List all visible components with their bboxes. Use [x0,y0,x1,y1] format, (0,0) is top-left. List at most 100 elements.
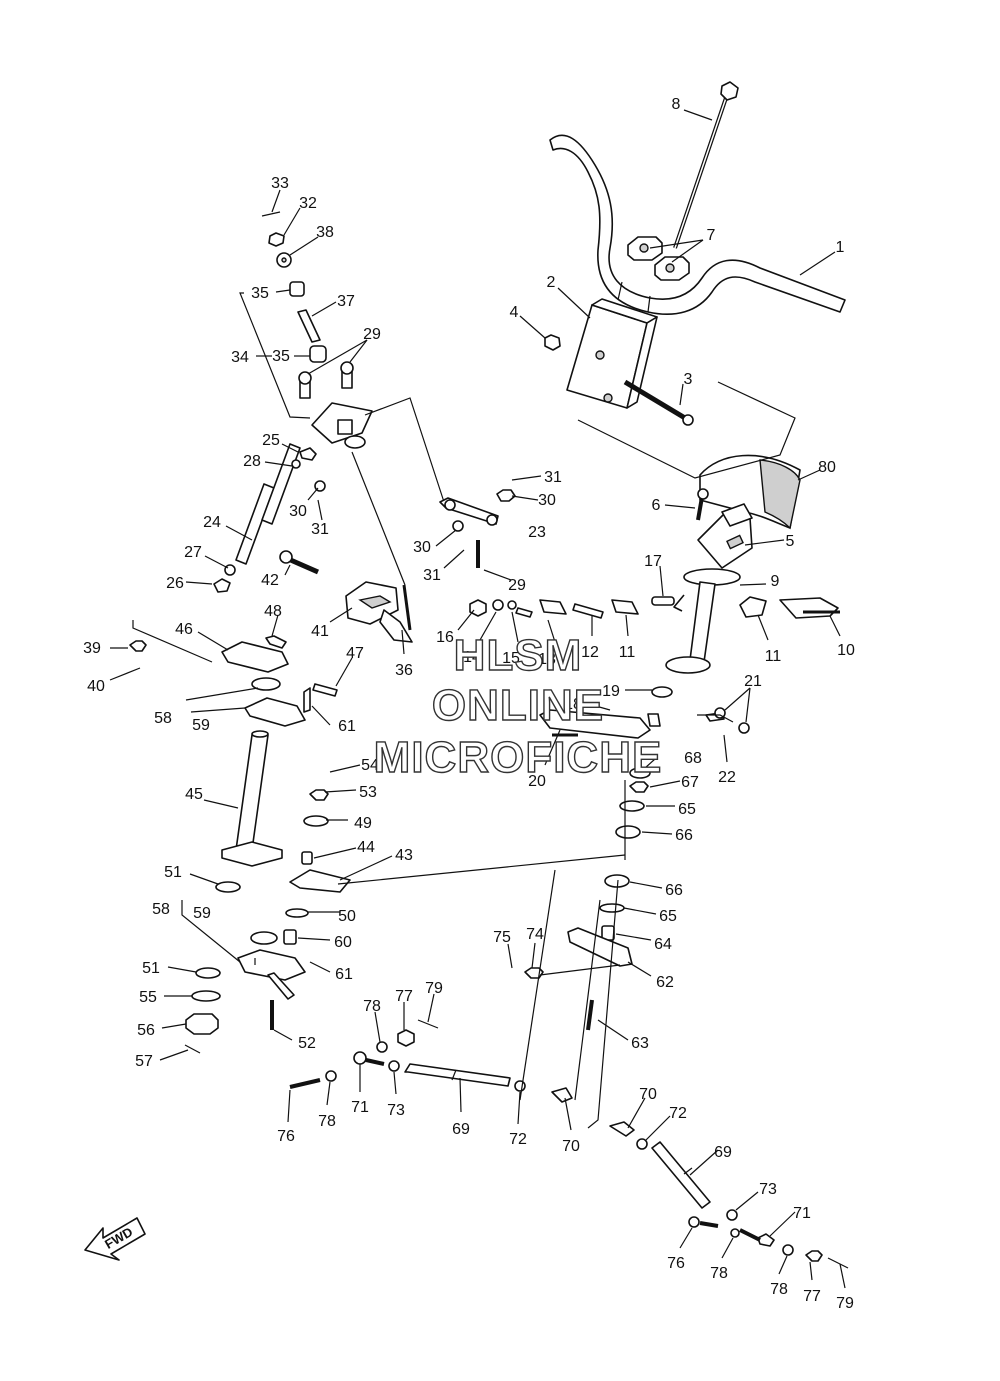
part-number-label: 62 [656,974,674,991]
part-number-label: 53 [359,784,377,801]
part-number-label: 12 [581,644,599,661]
part-number-label: 13 [538,651,556,668]
part-number-label: 78 [770,1281,788,1298]
part-number-label: 42 [261,572,279,589]
idler-arm-part [283,789,351,945]
part-number-label: 77 [395,988,413,1005]
part-number-label: 52 [298,1035,316,1052]
part-number-label: 19 [602,683,620,700]
handlebar-holder-part [627,236,690,281]
part-number-label: 15 [502,650,520,667]
part-number-label: 27 [184,544,202,561]
part-number-label: 39 [83,640,101,657]
tie-rod-left-part [289,1019,573,1103]
part-number-label: 58 [152,901,170,918]
part-number-label: 18 [564,696,582,713]
part-number-label: 79 [425,980,443,997]
spacer-part [289,281,327,363]
part-number-label: 72 [669,1105,687,1122]
part-number-label: 56 [137,1022,155,1039]
part-number-label: 37 [337,293,355,310]
part-number-label: 80 [818,459,836,476]
lower-arm-part [184,881,306,1054]
small-bolt-part [696,488,709,521]
steering-column-part [665,568,741,674]
part-number-label: 23 [528,524,546,541]
part-number-label: 69 [714,1144,732,1161]
part-number-label: 3 [684,371,693,388]
part-number-label: 63 [631,1035,649,1052]
part-number-label: 59 [193,905,211,922]
handlebar-part [549,134,846,315]
part-number-label: 66 [665,882,683,899]
part-number-label: 50 [338,908,356,925]
part-number-label: 21 [744,673,762,690]
part-number-label: 45 [185,786,203,803]
tie-rod-upper-part [213,443,326,593]
long-bolt-part [673,81,739,249]
part-number-label: 61 [335,966,353,983]
part-number-label: 54 [361,757,379,774]
part-number-label: 10 [837,642,855,659]
pin-part [651,596,675,606]
part-number-label: 22 [718,769,736,786]
relay-rod-part [439,489,516,568]
part-number-label: 7 [707,227,716,244]
part-number-label: 29 [363,326,381,343]
part-number-label: 16 [436,629,454,646]
part-number-label: 41 [311,623,329,640]
part-number-label: 31 [311,521,329,538]
part-number-label: 48 [264,603,282,620]
part-number-label: 35 [272,348,290,365]
washer-part [261,211,292,268]
steering-shaft-part [221,730,283,867]
part-number-label: 67 [681,774,699,791]
part-number-label: 43 [395,847,413,864]
part-number-label: 77 [803,1288,821,1305]
part-number-label: 14 [463,649,481,666]
part-number-label: 73 [759,1181,777,1198]
part-number-label: 71 [793,1205,811,1222]
part-number-label: 78 [318,1113,336,1130]
watermark: HLSM ONLINE MICROFICHE [373,630,662,782]
cap-nut-part [129,640,147,652]
part-number-label: 35 [251,285,269,302]
part-number-label: 11 [765,648,782,665]
part-number-label: 25 [262,432,280,449]
part-number-label: 30 [538,492,556,509]
part-number-label: 32 [299,195,317,212]
link-arm-part [739,596,840,619]
part-number-label: 33 [271,175,289,192]
steering-box-part [279,550,413,643]
watermark-line-1: HLSM [454,631,583,680]
part-number-label: 74 [526,926,544,943]
pitman-arm-part [539,686,750,739]
part-number-label: 30 [413,539,431,556]
forward-arrow-icon: FWD [84,1217,146,1261]
part-number-label: 40 [87,678,105,695]
tie-rod-right-part [609,1121,849,1269]
part-number-label: 34 [231,349,249,366]
nut-part [544,334,561,351]
part-number-label: 73 [387,1102,405,1119]
part-number-label: 17 [644,553,662,570]
part-number-label: 72 [509,1131,527,1148]
part-number-label: 26 [166,575,184,592]
rod-end-part [469,599,639,619]
part-number-label: 75 [493,929,511,946]
part-number-label: 24 [203,514,221,531]
part-number-label: 1 [836,239,845,256]
part-number-label: 11 [619,644,636,661]
part-number-label: 44 [357,839,375,856]
part-number-label: 66 [675,827,693,844]
part-number-label: 20 [528,773,546,790]
part-number-label: 5 [786,533,795,550]
watermark-line-2: ONLINE [432,681,604,730]
part-number-label: 31 [544,469,562,486]
part-number-label: 47 [346,645,364,662]
column-support-bracket-part [298,361,373,449]
part-number-label: 4 [510,304,519,321]
part-number-label: 58 [154,710,172,727]
